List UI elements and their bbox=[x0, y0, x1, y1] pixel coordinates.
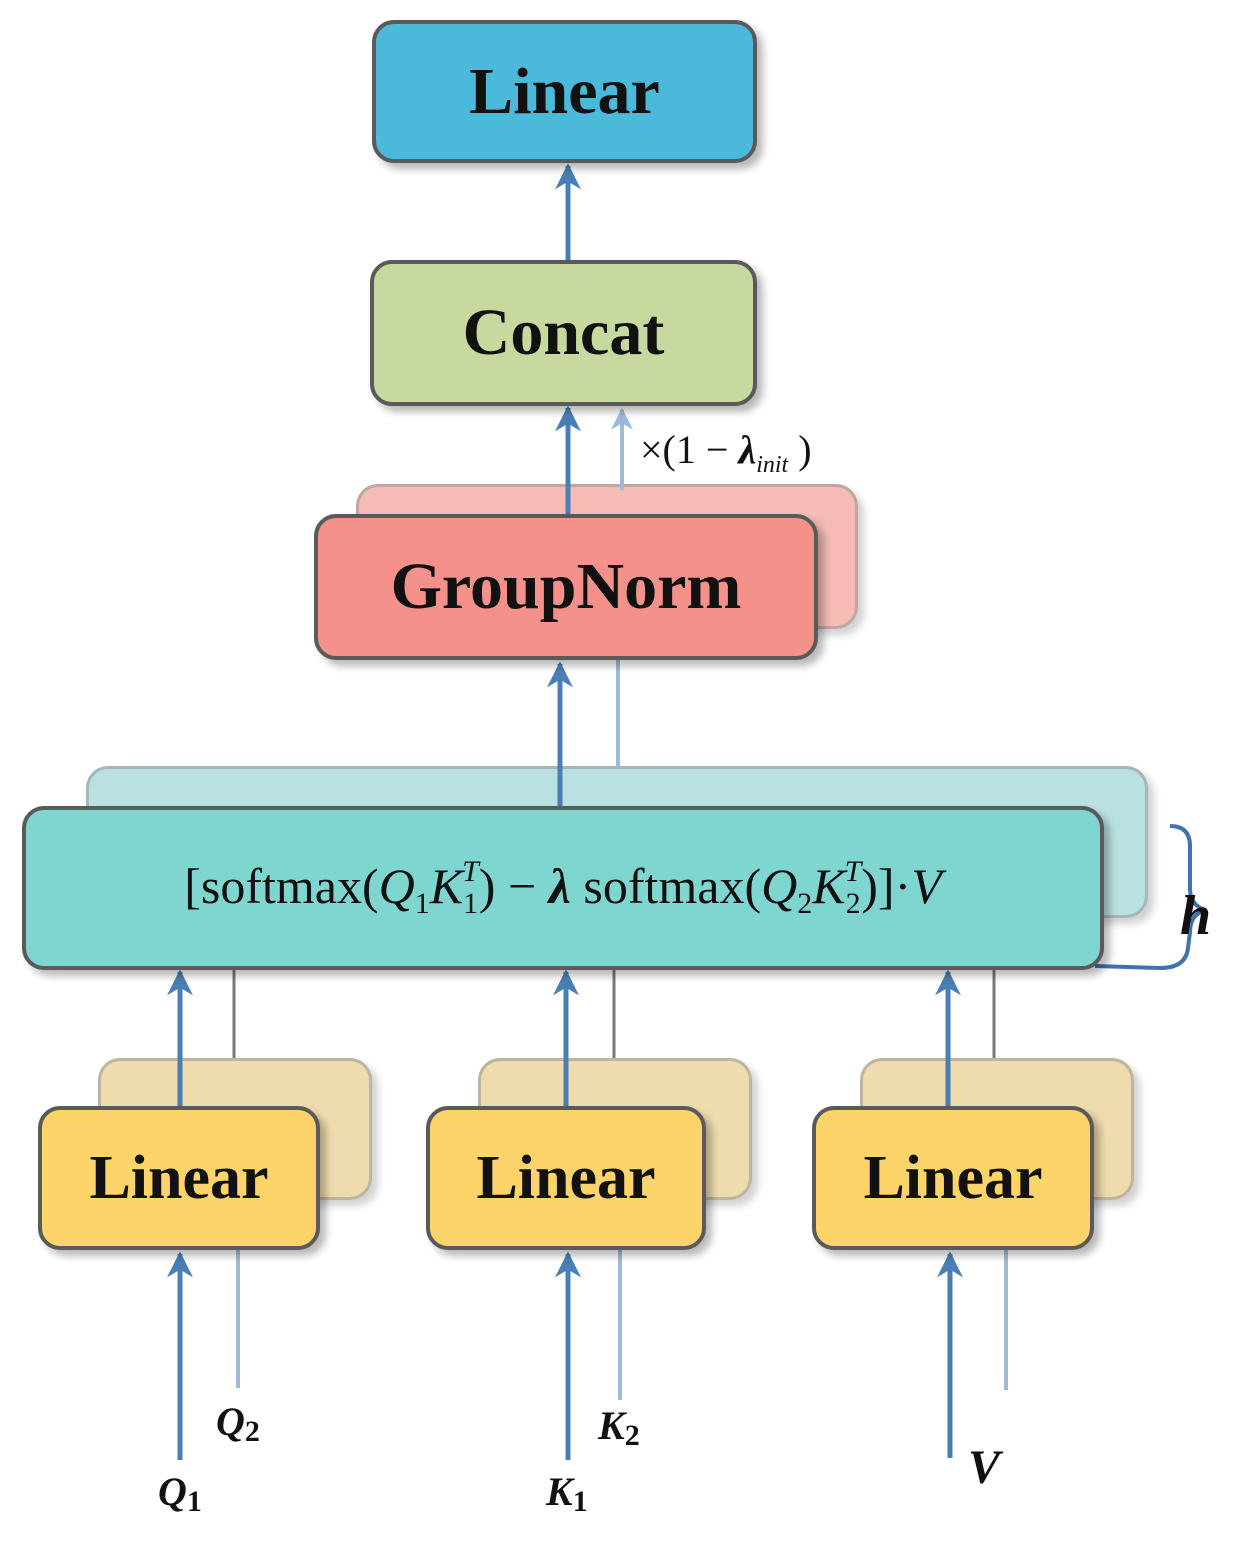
formula-lambda: λ bbox=[548, 858, 571, 914]
formula-middle: ) − bbox=[478, 858, 549, 914]
linear-q-label: Linear bbox=[89, 1143, 269, 1212]
concat-block: Concat bbox=[370, 260, 757, 406]
formula-q1: Q bbox=[378, 858, 415, 914]
linear-k-block: Linear bbox=[426, 1106, 706, 1250]
formula-k2-sub: 2 bbox=[845, 887, 861, 920]
linear-k-label: Linear bbox=[476, 1143, 656, 1212]
input-k2-letter: K bbox=[598, 1403, 625, 1448]
scale-label: ×(1 − λinit ) bbox=[640, 426, 812, 479]
formula-close: )]· bbox=[861, 858, 912, 914]
formula-open: [softmax( bbox=[184, 858, 379, 914]
linear-v-block: Linear bbox=[812, 1106, 1094, 1250]
input-k1-sub: 1 bbox=[572, 1485, 588, 1518]
formula-softmax2: softmax( bbox=[570, 858, 762, 914]
input-k1-letter: K bbox=[546, 1469, 573, 1514]
groupnorm-block: GroupNorm bbox=[314, 514, 818, 660]
scale-lambda: λ bbox=[738, 427, 757, 472]
attention-block: [softmax(Q1K1T) − λ softmax(Q2K2T)]·V bbox=[22, 806, 1104, 970]
input-q2-label: Q2 bbox=[216, 1398, 260, 1449]
groupnorm-label: GroupNorm bbox=[390, 550, 742, 623]
formula-v: V bbox=[911, 858, 942, 914]
input-q2-letter: Q bbox=[216, 1399, 245, 1444]
input-v-letter: V bbox=[968, 1441, 1001, 1494]
formula-k1-sub: 1 bbox=[463, 887, 479, 920]
formula-k2: K bbox=[812, 858, 846, 914]
formula-q2-sub: 2 bbox=[797, 887, 813, 920]
input-k1-label: K1 bbox=[546, 1468, 588, 1519]
input-k2-label: K2 bbox=[598, 1402, 640, 1453]
concat-label: Concat bbox=[462, 296, 665, 369]
formula-q1-sub: 1 bbox=[414, 887, 430, 920]
formula-k2-sup: T bbox=[844, 855, 862, 888]
heads-brace bbox=[1094, 824, 1207, 971]
formula-k1-sup: T bbox=[462, 855, 479, 888]
top-linear-label: Linear bbox=[469, 54, 660, 128]
formula-k1: K bbox=[429, 858, 464, 914]
input-q1-letter: Q bbox=[158, 1469, 187, 1514]
formula-q2: Q bbox=[761, 858, 798, 914]
linear-q-block: Linear bbox=[38, 1106, 320, 1250]
input-v-label: V bbox=[968, 1440, 1000, 1495]
scale-suffix: ) bbox=[788, 427, 812, 472]
input-q1-sub: 1 bbox=[186, 1485, 202, 1518]
linear-v-label: Linear bbox=[863, 1143, 1043, 1212]
differential-attention-formula: [softmax(Q1K1T) − λ softmax(Q2K2T)]·V bbox=[184, 855, 942, 921]
top-linear-block: Linear bbox=[372, 20, 757, 163]
scale-sub: init bbox=[756, 452, 789, 478]
heads-label: h bbox=[1180, 885, 1212, 947]
scale-prefix: ×(1 − bbox=[640, 427, 739, 472]
input-q2-sub: 2 bbox=[244, 1415, 260, 1448]
input-k2-sub: 2 bbox=[624, 1419, 640, 1452]
input-q1-label: Q1 bbox=[158, 1468, 202, 1519]
